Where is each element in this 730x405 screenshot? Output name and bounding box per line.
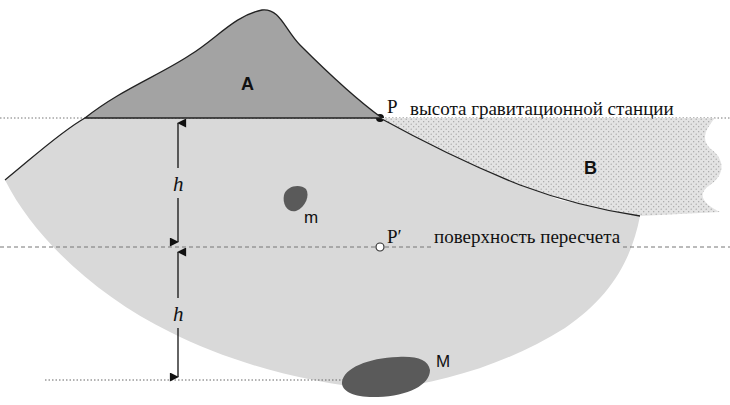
region-label: M [436, 352, 450, 372]
mass-region: B [380, 118, 726, 218]
level-label: высота гравитационной станции [410, 98, 674, 120]
dimension-label: h [172, 302, 185, 327]
ground-outline [380, 118, 640, 216]
ground-outline [5, 118, 85, 180]
surface-label: поверхность пересчета [433, 226, 621, 248]
point-label: P [387, 96, 398, 118]
dimension-arrow [177, 328, 178, 377]
region-fill [380, 118, 722, 216]
dimension-arrow [177, 252, 178, 298]
region-shape [380, 118, 726, 218]
region-label: B [584, 158, 597, 179]
region-fill [342, 357, 430, 397]
anomalous-body: m [278, 183, 328, 228]
reduced-point [376, 243, 384, 251]
point-label: P′ [387, 226, 402, 248]
mass-region: A [85, 8, 385, 120]
region-label: m [304, 208, 318, 228]
dimension-arrow [177, 123, 178, 168]
dimension-label: h [172, 172, 185, 197]
region-label: A [241, 74, 254, 95]
anomalous-body: M [338, 350, 458, 405]
region-fill [85, 10, 382, 118]
region-shape [85, 8, 385, 120]
dimension-arrow [177, 198, 178, 242]
region-shape [278, 183, 328, 228]
region-fill [284, 186, 308, 211]
